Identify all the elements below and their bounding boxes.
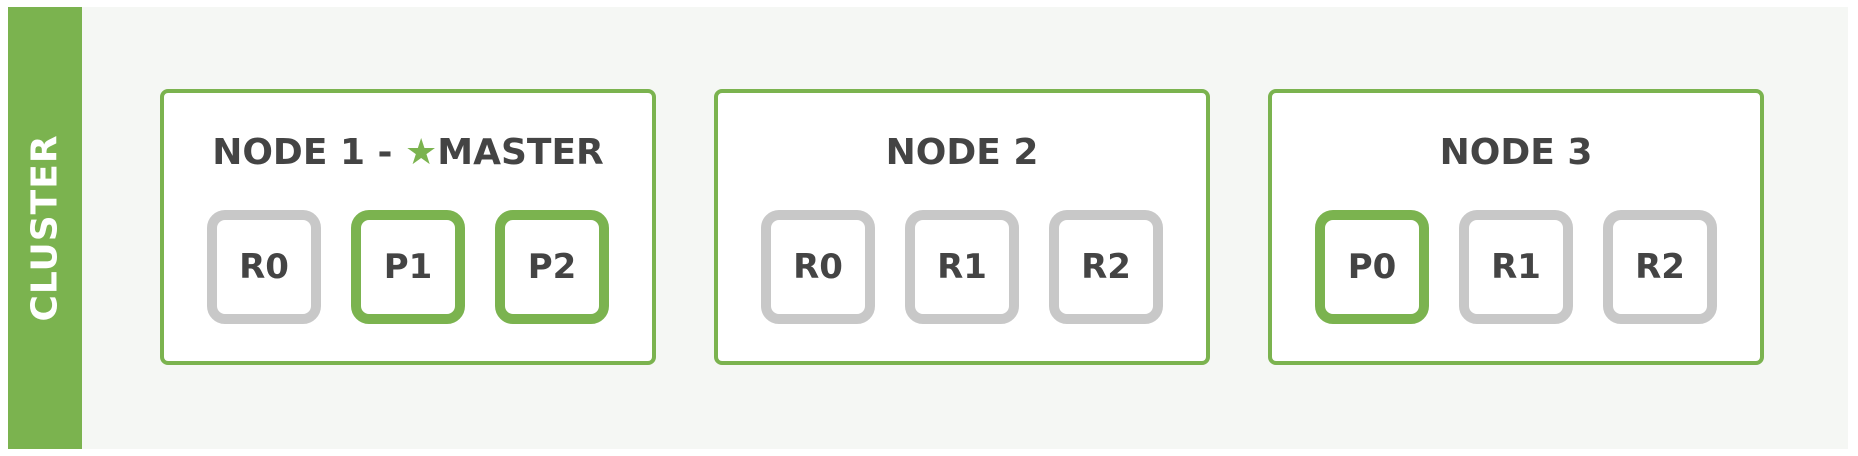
shard-replica: R1 [905,210,1019,324]
shard-primary: P2 [495,210,609,324]
cluster-label-bar: CLUSTER [8,7,82,449]
node-1-title-suffix: MASTER [437,132,604,173]
cluster-container: CLUSTER NODE 1 - ★MASTER R0 P1 P2 NODE 2… [8,7,1848,449]
cluster-label: CLUSTER [24,134,66,322]
shard-primary: P1 [351,210,465,324]
shard-replica: R0 [761,210,875,324]
node-1-title-prefix: NODE 1 - [212,132,393,173]
node-3-title: NODE 3 [1439,132,1593,173]
shard-replica: R2 [1603,210,1717,324]
node-1: NODE 1 - ★MASTER R0 P1 P2 [160,89,656,365]
shard-primary: P0 [1315,210,1429,324]
node-3-shards: P0 R1 R2 [1272,210,1760,324]
node-3: NODE 3 P0 R1 R2 [1268,89,1764,365]
node-1-title: NODE 1 - ★MASTER [164,135,652,171]
shard-replica: R0 [207,210,321,324]
shard-replica: R2 [1049,210,1163,324]
star-icon: ★ [405,132,438,173]
node-2-title: NODE 2 [885,132,1039,173]
node-2-shards: R0 R1 R2 [718,210,1206,324]
node-1-shards: R0 P1 P2 [164,210,652,324]
node-2: NODE 2 R0 R1 R2 [714,89,1210,365]
shard-replica: R1 [1459,210,1573,324]
